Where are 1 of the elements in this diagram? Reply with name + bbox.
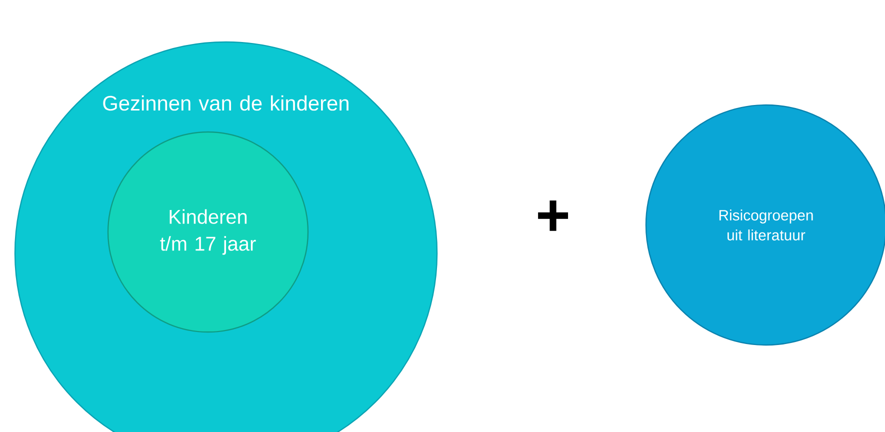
plus-sign: +: [538, 200, 568, 231]
